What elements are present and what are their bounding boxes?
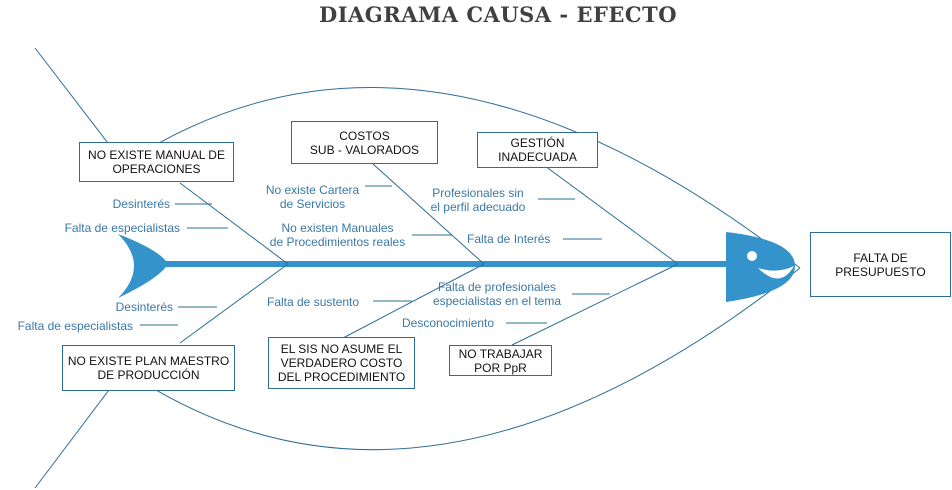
cause-label: Profesionales sin el perfil adecuado [418,186,538,214]
category-line: EL SIS NO ASUME EL [280,342,403,356]
category-line: NO TRABAJAR [458,346,543,361]
category-box-manual: NO EXISTE MANUAL DE OPERACIONES [79,142,234,182]
category-line: OPERACIONES [112,162,201,176]
cause-label: Desconocimiento [402,316,495,330]
cause-label: Falta de sustento [267,295,360,309]
category-line: VERDADERO COSTO [280,356,403,370]
category-box-sis: EL SIS NO ASUME EL VERDADERO COSTO DEL P… [268,337,415,389]
effect-line: FALTA DE [853,250,908,265]
cause-label: Falta de especialistas [64,221,180,235]
category-line: SUB - VALORADOS [309,142,420,157]
fish-mouth [758,266,794,279]
category-line: GESTIÓN [510,136,565,150]
category-box-ppr: NO TRABAJAR POR PpR [449,345,552,376]
bone-ppr [511,263,679,346]
effect-box: FALTA DE PRESUPUESTO [810,232,951,297]
fish-tail [118,234,168,298]
cause-label: No existe Cartera de Servicios [240,183,385,211]
cause-label-line: el perfil adecuado [430,200,526,214]
bone-costos [372,163,485,265]
bone-gestion [544,165,679,265]
category-line: INADECUADA [498,150,577,164]
category-line: NO EXISTE PLAN MAESTRO [67,354,230,368]
fish-eye [747,251,757,261]
cause-label-line: de Procedimientos reales [269,235,406,249]
category-line: DE PRODUCCIÓN [97,368,200,382]
category-box-gestion: GESTIÓN INADECUADA [477,132,598,168]
cause-label-line: No existen Manuales [281,221,394,235]
fish-body-lower [123,267,801,451]
fish-head [726,232,795,302]
bone-sis [342,263,485,339]
diagram-title: DIAGRAMA CAUSA - EFECTO [318,2,678,27]
cause-label-line: No existe Cartera [265,183,360,197]
cause-label: No existen Manuales de Procedimientos re… [255,221,420,249]
cause-label: Falta de Interés [467,232,551,246]
cause-label-line: especialistas en el tema [432,294,562,308]
cause-label-line: Profesionales sin [432,186,524,200]
cause-label: Desinterés [115,300,173,314]
category-line: DEL PROCEDIMIENTO [277,370,406,384]
category-line: NO EXISTE MANUAL DE [88,148,225,162]
cause-label-line: Falta de profesionales [437,280,557,294]
category-line: POR PpR [474,360,527,375]
cause-label-line: de Servicios [279,197,346,211]
category-line: COSTOS [339,128,390,143]
category-box-costos: COSTOS SUB - VALORADOS [291,121,438,164]
category-box-plan: NO EXISTE PLAN MAESTRO DE PRODUCCIÓN [62,345,235,391]
bone-plan [179,263,289,344]
cause-label: Desinterés [112,197,170,211]
cause-label: Falta de profesionales especialistas en … [422,280,572,308]
effect-line: PRESUPUESTO [835,264,926,279]
bone-manual [179,182,289,265]
fish-spine [160,261,730,267]
fish-body-upper [123,87,801,269]
cause-label: Falta de especialistas [17,319,133,333]
